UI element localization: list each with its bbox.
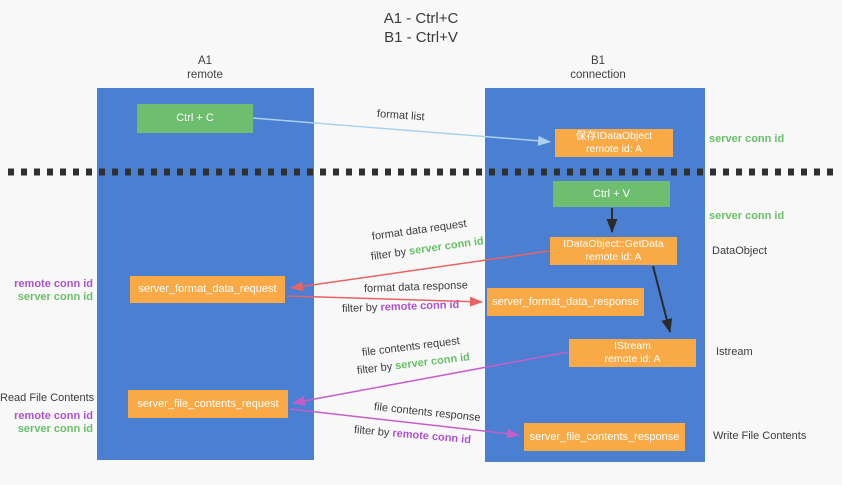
title-line-1: A1 - Ctrl+C [383,10,459,27]
getdata-line2: remote id: A [585,251,642,263]
server-conn-id-annotation-mid: server conn id [709,210,785,222]
filter-prefix: filter by [370,245,410,263]
server-file-contents-response-label: server_file_contents_response [529,430,680,443]
title-line-2: B1 - Ctrl+V [384,29,458,46]
lane-a1-subtitle: remote [187,68,223,81]
server-conn-id-value: server conn id [408,235,485,258]
istream-line2: remote id: A [604,353,661,365]
lane-a1-name: A1 [197,55,213,67]
remote-conn-id-annotation-2: remote conn id [14,410,93,422]
istream-box: IStream remote id: A [569,339,696,367]
file-contents-response-label: file contents response [373,401,482,425]
server-file-contents-response-box: server_file_contents_response [524,423,685,451]
remote-conn-id-value: remote conn id [380,298,460,314]
remote-conn-id-annotation-1: remote conn id [14,278,93,290]
remote-conn-id-value: remote conn id [391,427,472,447]
istream-annotation: Istream [716,346,753,358]
diagram-title: A1 - Ctrl+C B1 - Ctrl+V [0,9,842,47]
server-format-data-request-box: server_format_data_request [130,276,285,303]
save-idataobject-line2: remote id: A [585,143,643,155]
server-format-data-response-box: server_format_data_response [487,288,644,316]
filter-by-remote-conn-id-label-2: filter by remote conn id [353,424,471,446]
server-conn-id-value: server conn id [394,351,471,373]
filter-prefix: filter by [353,424,393,440]
conn-id-pair-2: remote conn id server conn id [0,410,93,435]
lane-b1-subtitle: connection [570,68,626,81]
filter-prefix: filter by [356,360,396,377]
ctrl-v-label: Ctrl + V [593,187,630,200]
save-idataobject-box: 保存IDataObject remote id: A [555,129,673,157]
lane-header-b1: B1 connection [538,55,658,82]
istream-line1: IStream [614,340,651,352]
server-conn-id-annotation-1: server conn id [17,290,93,303]
read-file-contents-annotation: Read File Contents [0,392,95,404]
server-format-data-response-label: server_format_data_response [492,295,639,308]
server-file-contents-request-label: server_file_contents_request [137,397,279,410]
ctrl-c-box: Ctrl + C [137,104,253,133]
server-conn-id-annotation-top: server conn id [709,133,785,145]
ctrl-c-label: Ctrl + C [176,112,214,124]
format-data-response-label: format data response [363,279,469,295]
lane-header-a1: A1 remote [145,55,265,82]
format-list-label: format list [376,108,425,124]
dataobject-annotation: DataObject [712,245,768,257]
filter-prefix: filter by [341,301,381,315]
lane-b1-name: B1 [590,55,606,67]
server-file-contents-request-box: server_file_contents_request [128,390,288,418]
ctrl-v-box: Ctrl + V [553,181,670,207]
save-idataobject-line1: 保存IDataObject [575,130,653,142]
idataobject-getdata-box: IDataObject::GetData remote id: A [550,237,677,265]
write-file-contents-annotation: Write File Contents [713,430,807,442]
server-format-data-request-label: server_format_data_request [138,283,277,295]
getdata-line1: IDataObject::GetData [563,238,664,250]
conn-id-pair-1: remote conn id server conn id [0,278,93,303]
server-conn-id-annotation-2: server conn id [17,422,93,435]
filter-by-remote-conn-id-label-1: filter by remote conn id [342,299,460,315]
